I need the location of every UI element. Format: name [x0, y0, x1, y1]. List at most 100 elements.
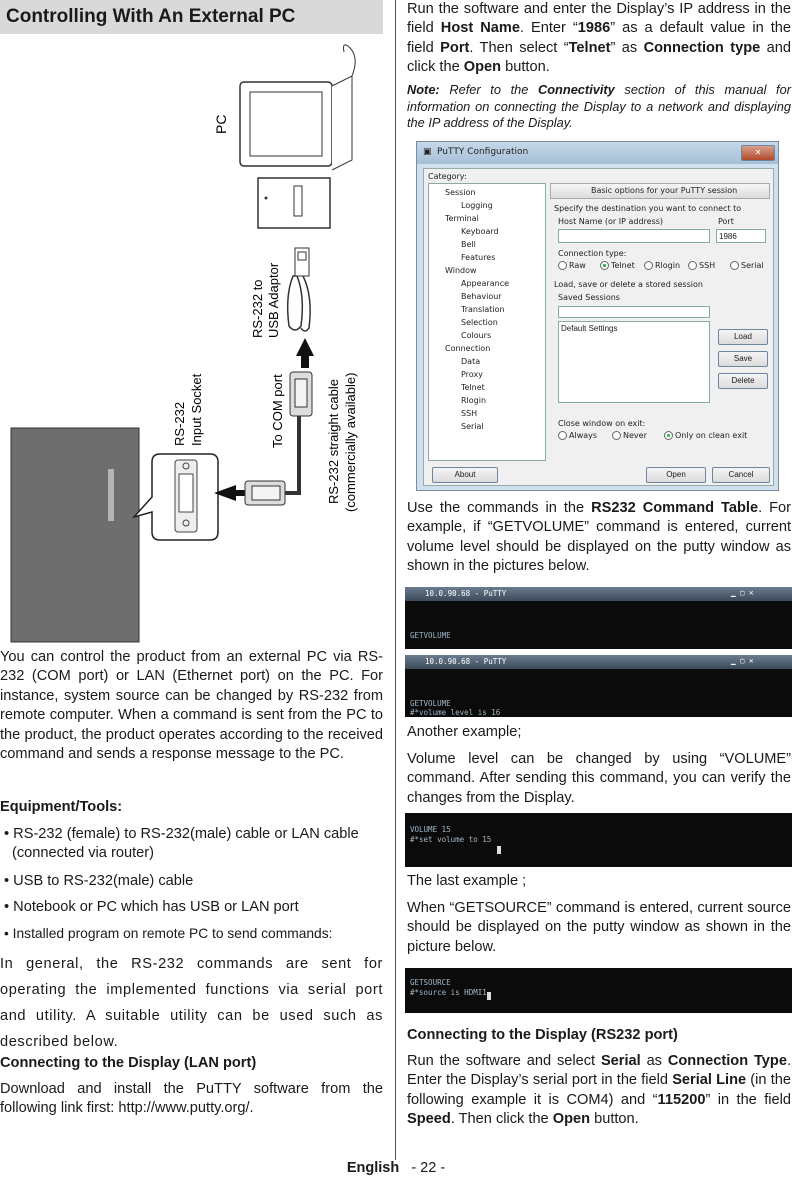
window-controls-icon: ▁ ▢ ✕	[731, 656, 754, 665]
general-paragraph: In general, the RS-232 commands are sent…	[0, 956, 383, 1050]
terminal-screenshot: VOLUME 15 #*set volume to 15	[405, 813, 792, 867]
tree-item[interactable]: Bell	[461, 240, 476, 249]
panel-header: Basic options for your PuTTY session	[550, 183, 770, 199]
window-controls-icon: ▁ ▢ ✕	[731, 588, 754, 597]
connection-type-label: Connection type:	[558, 249, 627, 258]
cursor-icon	[497, 846, 501, 854]
bullet-item: • Installed program on remote PC to send…	[4, 926, 333, 941]
rs232-paragraph: Run the software and select Serial as Co…	[407, 1053, 791, 1128]
tree-item[interactable]: Serial	[461, 422, 484, 431]
tree-item[interactable]: Telnet	[461, 383, 485, 392]
saved-sessions-label: Saved Sessions	[558, 293, 620, 302]
specify-label: Specify the destination you want to conn…	[554, 204, 742, 213]
tree-item[interactable]: Features	[461, 253, 496, 262]
close-icon[interactable]: ✕	[741, 145, 775, 161]
footer-language: English	[346, 1160, 400, 1176]
socket-label-1: RS-232	[172, 402, 187, 446]
putty-app-icon: ▣	[423, 147, 432, 157]
pc-icon	[239, 44, 356, 229]
port-input[interactable]: 1986	[716, 229, 766, 243]
sessions-list[interactable]: Default Settings	[558, 321, 710, 403]
getsource-paragraph: When “GETSOURCE” command is entered, cur…	[407, 900, 791, 955]
lan-heading: Connecting to the Display (LAN port)	[0, 1055, 257, 1071]
last-example: The last example ;	[407, 873, 527, 889]
tree-item[interactable]: Proxy	[461, 370, 483, 379]
close-exit-label: Close window on exit:	[558, 419, 646, 428]
cancel-button[interactable]: Cancel	[712, 467, 770, 483]
display-panel	[10, 427, 140, 643]
load-save-label: Load, save or delete a stored session	[554, 280, 703, 289]
host-name-input[interactable]	[558, 229, 710, 243]
terminal-titlebar	[405, 655, 792, 669]
terminal-screenshot: 10.0.90.68 - PuTTY ▁ ▢ ✕ GETVOLUME #*vol…	[405, 655, 792, 717]
another-example: Another example;	[407, 724, 522, 740]
putty-instructions: Run the software and enter the Display’s…	[407, 1, 792, 76]
host-label: Host Name (or IP address)	[558, 217, 664, 226]
usb-adaptor	[286, 275, 304, 331]
port-label: Port	[718, 217, 734, 226]
cable-label-1: RS-232 straight cable	[326, 379, 341, 504]
saved-session-input[interactable]	[558, 306, 710, 318]
putty-title: PuTTY Configuration	[437, 147, 529, 157]
terminal-line: VOLUME 15	[410, 825, 451, 834]
cursor-icon	[487, 992, 491, 1000]
radio-telnet[interactable]: Telnet	[600, 261, 635, 270]
radio-never[interactable]: Never	[612, 431, 647, 440]
tree-item[interactable]: Rlogin	[461, 396, 487, 405]
bullet-item: • RS-232 (female) to RS-232(male) cable …	[4, 826, 359, 862]
radio-rlogin[interactable]: Rlogin	[644, 261, 680, 270]
socket-label-2: Input Socket	[189, 373, 204, 446]
tree-item[interactable]: Selection	[461, 318, 498, 327]
terminal-title: 10.0.90.68 - PuTTY	[425, 589, 507, 598]
adaptor-label-2: USB Adaptor	[266, 262, 281, 338]
terminal-line: #*source is HDMI1	[410, 988, 487, 997]
section-title: Controlling With An External PC	[0, 0, 383, 34]
category-label: Category:	[428, 172, 467, 181]
cable-label-2: (commercially available)	[343, 373, 358, 512]
radio-always[interactable]: Always	[558, 431, 597, 440]
column-divider	[395, 0, 396, 1160]
tree-item[interactable]: Terminal	[445, 214, 479, 223]
intro-paragraph: You can control the product from an exte…	[0, 649, 383, 763]
lan-paragraph: Download and install the PuTTY software …	[0, 1081, 383, 1117]
save-button[interactable]: Save	[718, 351, 768, 367]
terminal-titlebar	[405, 587, 792, 601]
radio-ssh[interactable]: SSH	[688, 261, 715, 270]
terminal-line: GETVOLUME	[410, 699, 451, 708]
tree-item[interactable]: SSH	[461, 409, 478, 418]
terminal-screenshot: GETSOURCE #*source is HDMI1	[405, 968, 792, 1013]
radio-raw[interactable]: Raw	[558, 261, 586, 270]
tree-item[interactable]: Colours	[461, 331, 492, 340]
tree-item[interactable]: Appearance	[461, 279, 510, 288]
tree-item[interactable]: Translation	[461, 305, 505, 314]
open-button[interactable]: Open	[646, 467, 706, 483]
putty-config-window: ▣ PuTTY Configuration ✕ Category: Sessio…	[416, 141, 779, 491]
page-footer: English - 22 -	[0, 1160, 792, 1176]
pc-label: PC	[213, 115, 229, 134]
note-paragraph: Note: Refer to the Connectivity section …	[407, 82, 791, 130]
tree-item[interactable]: Session	[445, 188, 476, 197]
tree-item[interactable]: Connection	[445, 344, 491, 353]
delete-button[interactable]: Delete	[718, 373, 768, 389]
terminal-screenshot: 10.0.90.68 - PuTTY ▁ ▢ ✕ GETVOLUME	[405, 587, 792, 649]
commands-paragraph: Use the commands in the RS232 Command Ta…	[407, 500, 791, 575]
putty-titlebar: ▣ PuTTY Configuration ✕	[417, 142, 778, 164]
about-button[interactable]: About	[432, 467, 498, 483]
tree-item[interactable]: Logging	[461, 201, 493, 210]
tree-item[interactable]: Window	[445, 266, 477, 275]
bullet-item: • USB to RS-232(male) cable	[4, 873, 194, 889]
tree-item[interactable]: Keyboard	[461, 227, 499, 236]
terminal-title: 10.0.90.68 - PuTTY	[425, 657, 507, 666]
tree-item[interactable]: Data	[461, 357, 481, 366]
terminal-line: #*set volume to 15	[410, 835, 492, 844]
load-button[interactable]: Load	[718, 329, 768, 345]
tree-item[interactable]: Behaviour	[461, 292, 502, 301]
radio-serial[interactable]: Serial	[730, 261, 764, 270]
connection-diagram: PC RS-232 to USB Adaptor To COM port RS-…	[10, 44, 358, 643]
equipment-heading: Equipment/Tools:	[0, 799, 123, 815]
category-tree[interactable]: Session Logging Terminal Keyboard Bell F…	[428, 183, 546, 461]
volume-paragraph: Volume level can be changed by using “VO…	[407, 751, 791, 806]
com-port-label: To COM port	[270, 374, 285, 448]
terminal-line: #*volume level is 16	[410, 708, 501, 717]
radio-clean-exit[interactable]: Only on clean exit	[664, 431, 747, 440]
